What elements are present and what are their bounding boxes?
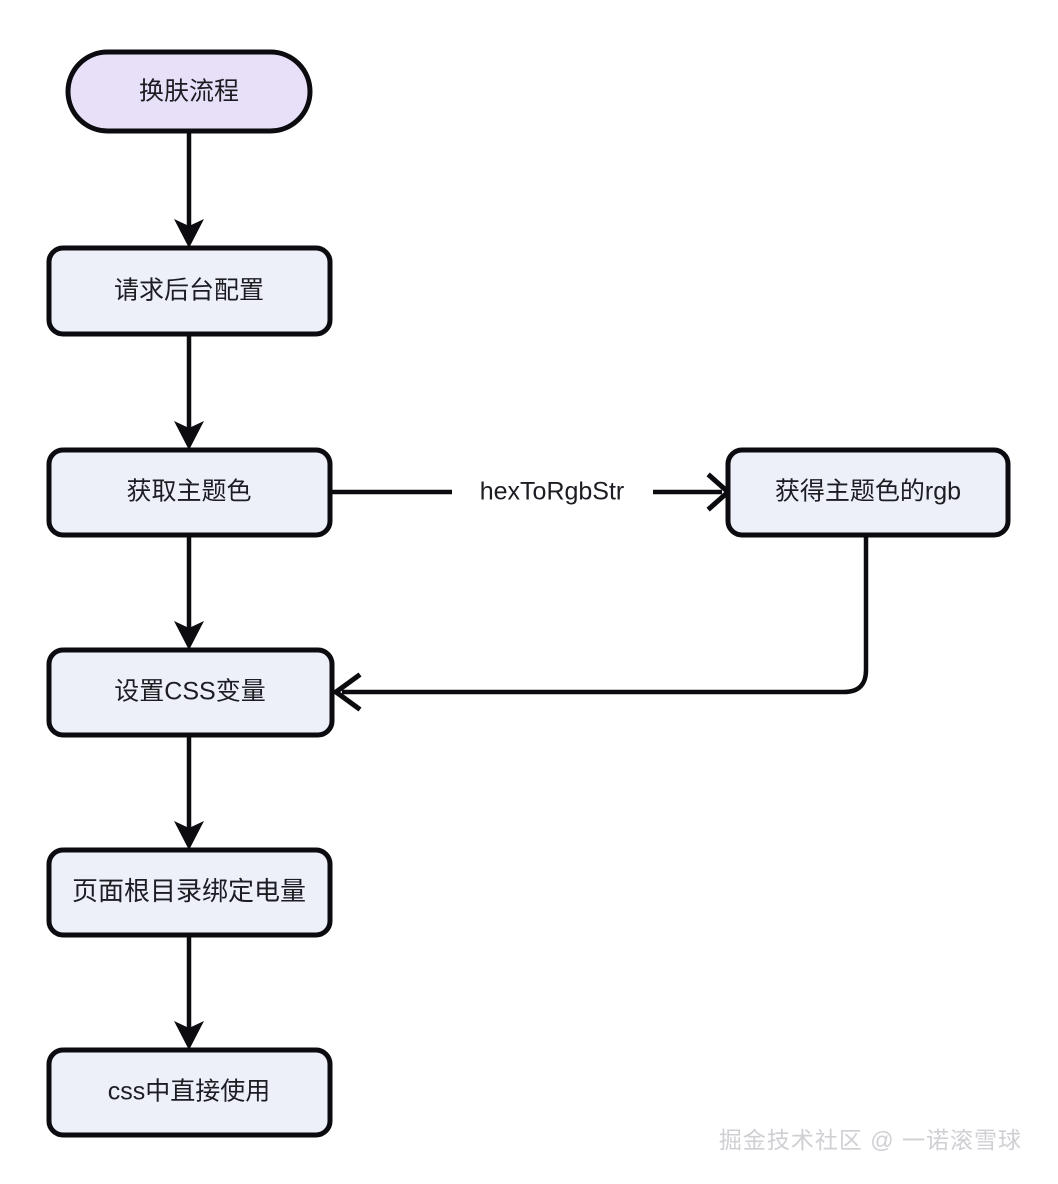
node-use-in-css-shape: [46, 1047, 333, 1138]
watermark: 掘金技术社区 @ 一诺滚雪球: [719, 1127, 1022, 1153]
node-fetch-config-label: 请求后台配置: [114, 277, 264, 305]
node-set-css-var-label: 设置CSS变量: [114, 678, 265, 706]
node-use-in-css-label: css中直接使用: [108, 1078, 271, 1106]
node-use-in-css[interactable]: css中直接使用: [46, 1047, 333, 1138]
node-theme-color-rgb-label: 获得主题色的rgb: [775, 478, 961, 506]
edge-label-hex-to-rgb-str: hexToRgbStr: [480, 478, 625, 506]
node-bind-root[interactable]: 页面根目录绑定电量: [46, 847, 333, 938]
node-set-css-var[interactable]: 设置CSS变量: [46, 647, 335, 738]
node-start-label: 换肤流程: [139, 78, 239, 106]
node-get-theme-color-label: 获取主题色: [126, 478, 251, 506]
node-bind-root-shape: [46, 847, 333, 938]
edge-get-theme-color-to-theme-color-rgb: hexToRgbStr: [332, 472, 732, 512]
edge-fetch-config-to-get-theme-color: [174, 334, 204, 450]
node-get-theme-color[interactable]: 获取主题色: [46, 447, 333, 538]
edge-theme-color-rgb-to-set-css-var: [331, 535, 869, 712]
node-fetch-config-shape: [46, 245, 333, 337]
node-set-css-var-shape: [46, 647, 335, 738]
edge-get-theme-color-to-set-css-var: [174, 535, 204, 650]
node-get-theme-color-shape: [46, 447, 333, 538]
edge-bind-root-to-use-in-css: [174, 935, 204, 1050]
node-start-shape: [65, 49, 313, 134]
node-theme-color-rgb[interactable]: 获得主题色的rgb: [725, 447, 1011, 538]
node-bind-root-label: 页面根目录绑定电量: [72, 876, 306, 906]
edge-set-css-var-to-bind-root: [174, 735, 204, 850]
node-start[interactable]: 换肤流程: [65, 49, 313, 134]
node-theme-color-rgb-shape: [725, 447, 1011, 538]
edge-start-to-fetch-config: [174, 131, 204, 248]
node-fetch-config[interactable]: 请求后台配置: [46, 245, 333, 337]
